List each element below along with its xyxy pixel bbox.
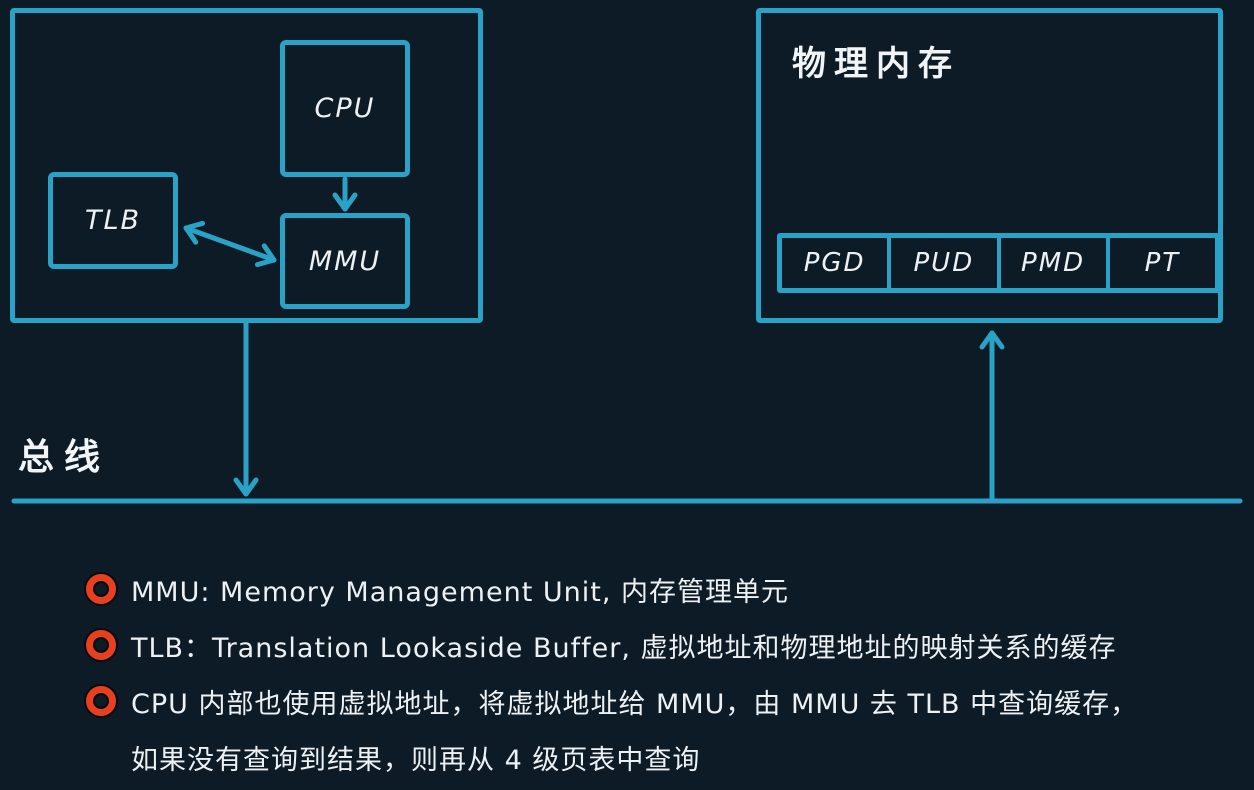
tlb-box: TLB <box>48 172 178 269</box>
page-table-cell-pgd: PGD <box>803 248 866 278</box>
circle-bullet-icon <box>86 574 116 604</box>
note-text-tlb: TLB：Translation Lookaside Buffer, 虚拟地址和物… <box>131 632 1117 664</box>
note-item-mmu: MMU: Memory Management Unit, 内存管理单元 <box>86 561 1138 617</box>
page-table-cell-pud: PUD <box>887 238 996 288</box>
circle-bullet-icon <box>86 630 116 660</box>
cpu-label: CPU <box>314 93 376 124</box>
page-table-cell-pmd: PMD <box>996 238 1106 288</box>
note-text-cpu-line2: 如果没有查询到结果，则再从 4 级页表中查询 <box>131 744 701 776</box>
cpu-group-box <box>10 8 483 323</box>
page-table-row: PGD PUD PMD PT <box>777 233 1220 293</box>
note-item-cpu-continuation: 如果没有查询到结果，则再从 4 级页表中查询 <box>86 729 1138 785</box>
mmu-label: MMU <box>308 245 382 277</box>
note-item-tlb: TLB：Translation Lookaside Buffer, 虚拟地址和物… <box>86 617 1138 673</box>
notes-list: MMU: Memory Management Unit, 内存管理单元 TLB：… <box>86 561 1138 785</box>
circle-bullet-icon <box>86 686 116 716</box>
note-text-cpu-line1: CPU 内部也使用虚拟地址，将虚拟地址给 MMU，由 MMU 去 TLB 中查询… <box>131 688 1139 720</box>
tlb-label: TLB <box>84 205 142 236</box>
page-table-cell-pt: PT <box>1105 238 1215 288</box>
cpu-box: CPU <box>280 40 410 177</box>
mmu-box: MMU <box>280 213 410 309</box>
physical-memory-box <box>756 8 1223 323</box>
bus-label: 总线 <box>18 437 111 478</box>
note-item-cpu: CPU 内部也使用虚拟地址，将虚拟地址给 MMU，由 MMU 去 TLB 中查询… <box>86 673 1138 729</box>
note-text-mmu: MMU: Memory Management Unit, 内存管理单元 <box>131 576 789 608</box>
physical-memory-title: 物理内存 <box>792 44 960 84</box>
